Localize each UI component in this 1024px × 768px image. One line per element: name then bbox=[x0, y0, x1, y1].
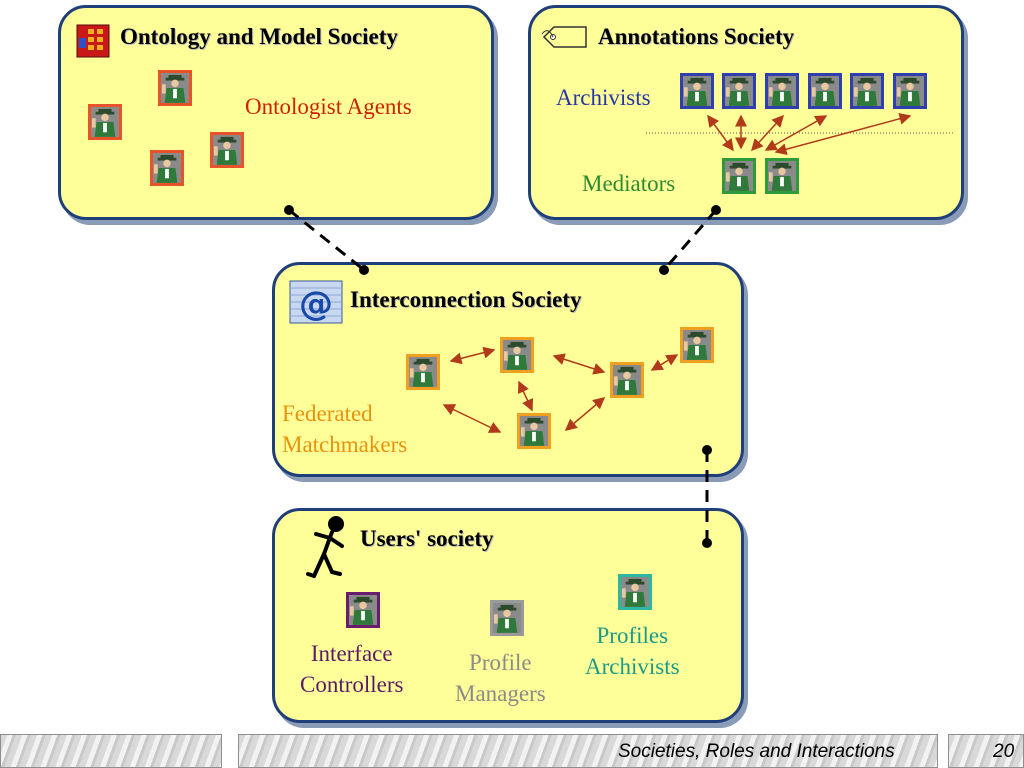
ontology-title: Ontology and Model Society bbox=[120, 24, 398, 49]
mediators-label: Mediators bbox=[582, 171, 676, 196]
agent-figure-icon bbox=[765, 73, 799, 109]
ontologist-agents-label: Ontologist Agents bbox=[245, 94, 412, 119]
federated-matchmakers-line-2: Matchmakers bbox=[282, 432, 408, 457]
interface-controllers-label: Interface Controllers bbox=[300, 638, 404, 700]
interface-controllers-line-1: Interface bbox=[310, 641, 393, 666]
agent-figure-icon bbox=[88, 104, 122, 140]
footer-title: Societies, Roles and Interactions bbox=[618, 741, 895, 762]
agent-figure-icon bbox=[680, 327, 714, 363]
agent-figure-icon bbox=[158, 70, 192, 106]
agent-figure-icon bbox=[722, 73, 756, 109]
agent-figure-icon bbox=[722, 158, 756, 194]
agent-figure-icon bbox=[610, 362, 644, 398]
profile-managers-line-1: Profile bbox=[469, 650, 532, 675]
agent-figure-icon bbox=[150, 150, 184, 186]
profiles-archivists-label: Profiles Archivists bbox=[585, 620, 680, 682]
interconnection-title: Interconnection Society bbox=[350, 287, 582, 312]
agent-figure-icon bbox=[406, 354, 440, 390]
annotations-title: Annotations Society bbox=[598, 24, 795, 49]
profile-managers-label: Profile Managers bbox=[455, 647, 546, 709]
agent-figure-icon bbox=[210, 132, 244, 168]
footer-page-number: 20 bbox=[993, 741, 1015, 762]
profile-managers-line-2: Managers bbox=[455, 681, 546, 706]
agent-figure-icon bbox=[490, 600, 524, 636]
agent-figure-icon bbox=[893, 73, 927, 109]
tag-icon bbox=[541, 24, 588, 50]
stick-figure-icon bbox=[304, 514, 348, 580]
federated-matchmakers-label: Federated Matchmakers bbox=[282, 398, 407, 460]
ontology-society-box bbox=[58, 5, 494, 220]
agent-figure-icon bbox=[850, 73, 884, 109]
federated-matchmakers-line-1: Federated bbox=[282, 401, 373, 426]
profiles-archivists-line-2: Archivists bbox=[585, 654, 680, 679]
agent-figure-icon bbox=[346, 592, 380, 628]
agent-figure-icon bbox=[517, 413, 551, 449]
users-title: Users' society bbox=[360, 526, 494, 551]
at-sign-icon: @ bbox=[289, 280, 343, 324]
svg-text:@: @ bbox=[299, 284, 333, 324]
society-grid-icon bbox=[76, 24, 110, 58]
agent-figure-icon bbox=[500, 337, 534, 373]
profiles-archivists-line-1: Profiles bbox=[596, 623, 669, 648]
archivists-label: Archivists bbox=[556, 85, 651, 110]
interface-controllers-line-2: Controllers bbox=[300, 672, 404, 697]
footer-tile-left bbox=[0, 734, 222, 768]
agent-figure-icon bbox=[765, 158, 799, 194]
agent-figure-icon bbox=[618, 574, 652, 610]
agent-figure-icon bbox=[680, 73, 714, 109]
agent-figure-icon bbox=[808, 73, 842, 109]
